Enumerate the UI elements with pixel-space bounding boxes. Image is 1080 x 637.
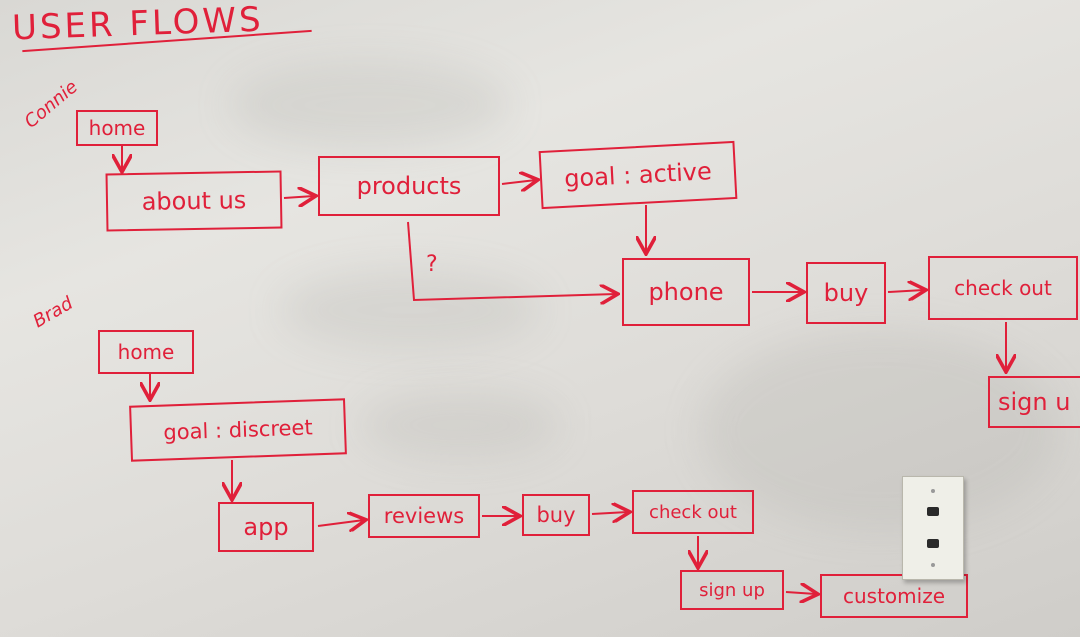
screw-icon xyxy=(931,489,935,493)
phone-jack-wallplate-icon xyxy=(902,476,964,580)
question-mark: ? xyxy=(426,252,438,277)
arrow-buy-to-checkout xyxy=(887,290,924,292)
eraser-smudge xyxy=(280,270,540,350)
arrow-app-to-reviews xyxy=(317,520,364,526)
flow-b-customize: customize xyxy=(820,574,968,618)
flow-b-sign-up: sign up xyxy=(680,570,784,610)
flow-b-check-out: check out xyxy=(632,490,754,534)
flow-a-home: home xyxy=(76,110,158,146)
arrow-products-to-phone xyxy=(407,221,616,300)
eraser-smudge xyxy=(360,390,560,460)
flow-a-buy: buy xyxy=(806,262,886,324)
flow-a-phone: phone xyxy=(622,258,750,326)
eraser-smudge xyxy=(230,60,510,150)
flow-a-check-out: check out xyxy=(928,256,1078,320)
screw-icon xyxy=(931,563,935,567)
flow-b-home: home xyxy=(98,330,194,374)
flow-a-sign-up: sign u xyxy=(988,376,1080,428)
flow-a-products: products xyxy=(318,156,500,216)
flow-b-buy: buy xyxy=(522,494,590,536)
arrow-signup-to-customize xyxy=(785,592,816,594)
arrow-about-to-products xyxy=(283,196,314,198)
arrow-buy-to-checkout-b xyxy=(591,512,628,514)
arrow-products-to-goal xyxy=(501,180,536,184)
flow-b-app: app xyxy=(218,502,314,552)
jack-port-icon xyxy=(927,507,939,516)
jack-port-icon xyxy=(927,539,939,548)
